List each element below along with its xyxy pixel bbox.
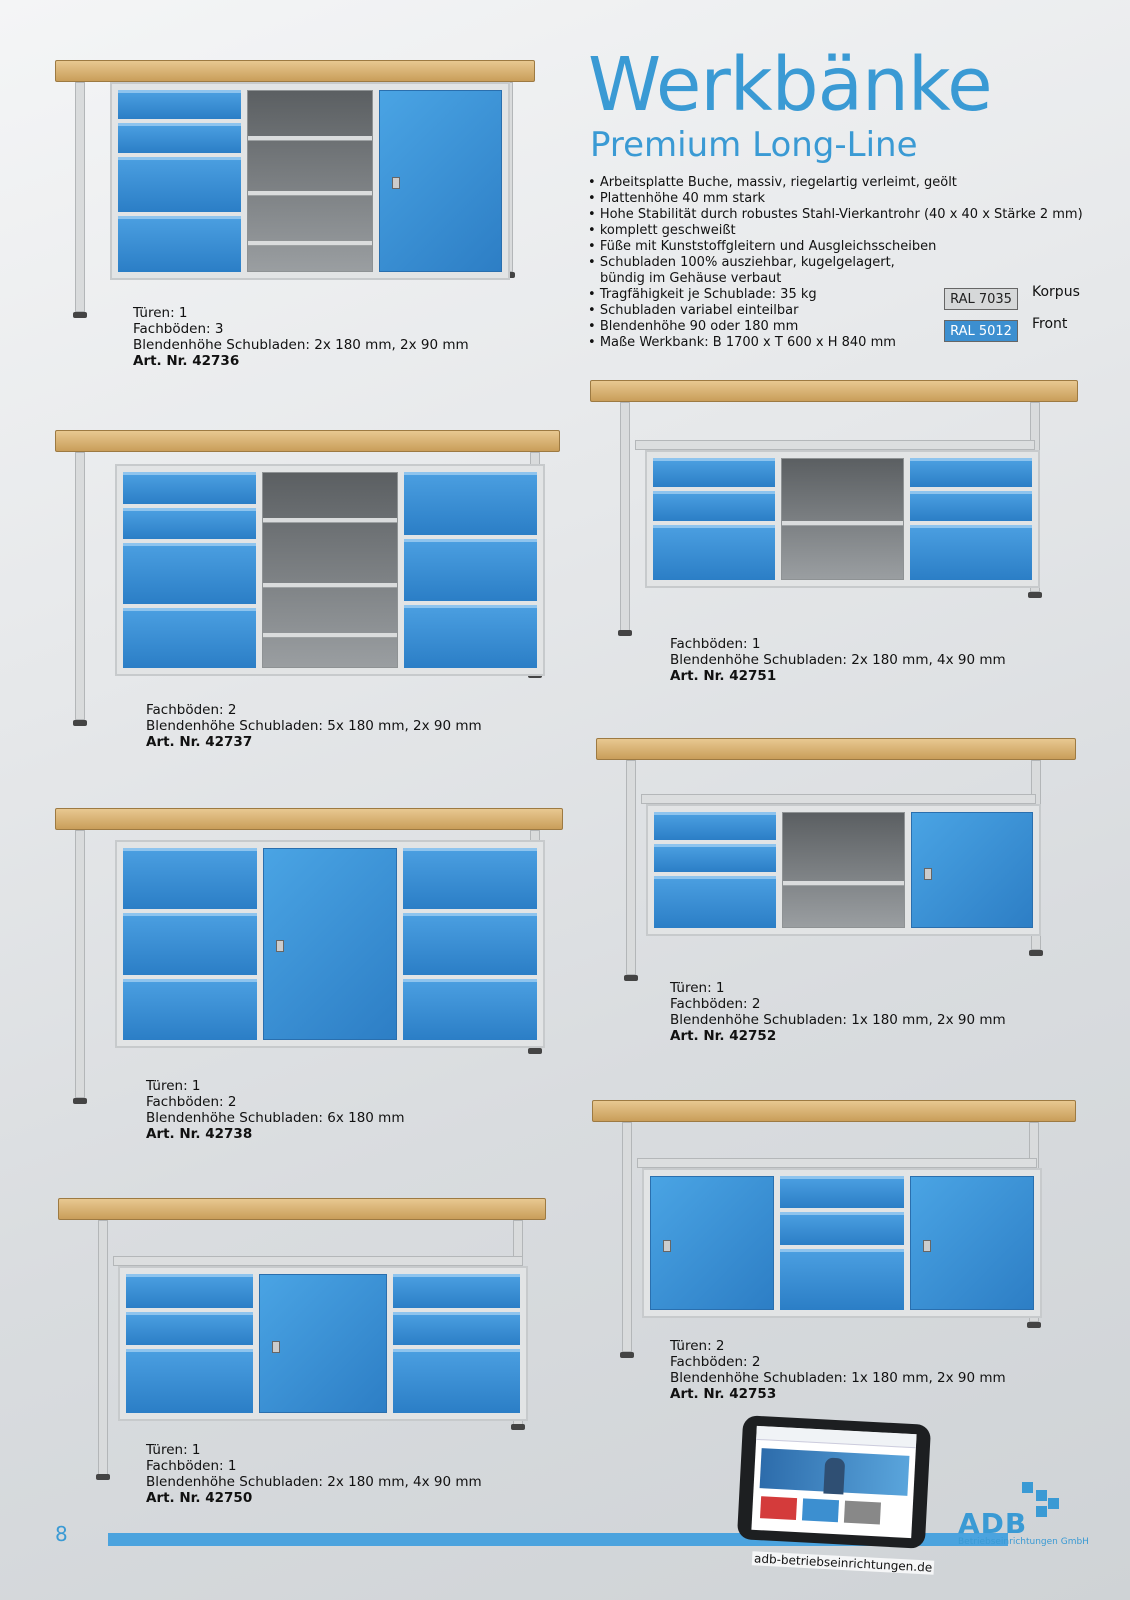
spec-line: Fachböden: 1	[670, 636, 761, 652]
logo-squares-icon	[1022, 1482, 1059, 1517]
workbench-image-42753	[592, 1100, 1076, 1370]
caption-42753: Türen: 2 Fachböden: 2 Blendenhöhe Schubl…	[670, 1338, 1006, 1402]
feature-item: Arbeitsplatte Buche, massiv, riegelartig…	[588, 175, 1088, 191]
spec-line: Blendenhöhe Schubladen: 2x 180 mm, 2x 90…	[133, 337, 469, 353]
company-name: Betriebseinrichtungen GmbH	[958, 1537, 1089, 1547]
feature-item: Tragfähigkeit je Schublade: 35 kg	[588, 287, 1088, 303]
spec-line: Fachböden: 2	[670, 1354, 761, 1370]
spec-line: Türen: 1	[133, 305, 188, 321]
workbench-image-42751	[590, 380, 1078, 650]
feature-item: Maße Werkbank: B 1700 x T 600 x H 840 mm	[588, 335, 1088, 351]
spec-line: Fachböden: 2	[146, 1094, 237, 1110]
article-number: Art. Nr. 42750	[146, 1490, 253, 1506]
page-number: 8	[55, 1522, 68, 1546]
workbench-image-42738	[55, 808, 563, 1118]
company-logo: ADB	[958, 1507, 1028, 1540]
spec-line: Blendenhöhe Schubladen: 1x 180 mm, 2x 90…	[670, 1370, 1006, 1386]
feature-item: Füße mit Kunststoffgleitern und Ausgleic…	[588, 239, 1088, 255]
ral-korpus-swatch: RAL 7035	[944, 288, 1018, 310]
spec-line: Fachböden: 1	[146, 1458, 237, 1474]
article-number: Art. Nr. 42751	[670, 668, 777, 684]
spec-line: Türen: 2	[670, 1338, 725, 1354]
article-number: Art. Nr. 42752	[670, 1028, 777, 1044]
spec-line: Türen: 1	[146, 1078, 201, 1094]
spec-line: Türen: 1	[670, 980, 725, 996]
spec-line: Fachböden: 2	[670, 996, 761, 1012]
spec-line: Fachböden: 3	[133, 321, 224, 337]
spec-line: Blendenhöhe Schubladen: 1x 180 mm, 2x 90…	[670, 1012, 1006, 1028]
feature-list: Arbeitsplatte Buche, massiv, riegelartig…	[588, 175, 1088, 351]
workbench-image-42750	[58, 1198, 546, 1483]
workbench-image-42737	[55, 430, 560, 740]
page-title: Werkbänke	[588, 42, 993, 128]
feature-item: Plattenhöhe 40 mm stark	[588, 191, 1088, 207]
spec-line: Blendenhöhe Schubladen: 5x 180 mm, 2x 90…	[146, 718, 482, 734]
caption-42737: Fachböden: 2 Blendenhöhe Schubladen: 5x …	[146, 702, 482, 750]
website-url[interactable]: adb-betriebseinrichtungen.de	[751, 1551, 935, 1575]
feature-item: Schubladen 100% ausziehbar, kugelgelager…	[588, 255, 1088, 271]
workbench-image-42736	[55, 60, 535, 335]
feature-item: bündig im Gehäuse verbaut	[600, 271, 782, 286]
feature-item: Blendenhöhe 90 oder 180 mm	[588, 319, 1088, 335]
caption-42738: Türen: 1 Fachböden: 2 Blendenhöhe Schubl…	[146, 1078, 404, 1142]
spec-line: Blendenhöhe Schubladen: 2x 180 mm, 4x 90…	[670, 652, 1006, 668]
article-number: Art. Nr. 42737	[146, 734, 253, 750]
feature-item: Hohe Stabilität durch robustes Stahl-Vie…	[588, 207, 1088, 223]
ral-front-swatch: RAL 5012	[944, 320, 1018, 342]
feature-item: komplett geschweißt	[588, 223, 1088, 239]
caption-42752: Türen: 1 Fachböden: 2 Blendenhöhe Schubl…	[670, 980, 1006, 1044]
workbench-image-42752	[596, 738, 1076, 993]
spec-line: Fachböden: 2	[146, 702, 237, 718]
caption-42750: Türen: 1 Fachböden: 1 Blendenhöhe Schubl…	[146, 1442, 482, 1506]
spec-line: Türen: 1	[146, 1442, 201, 1458]
front-label: Front	[1032, 316, 1068, 332]
spec-line: Blendenhöhe Schubladen: 2x 180 mm, 4x 90…	[146, 1474, 482, 1490]
caption-42751: Fachböden: 1 Blendenhöhe Schubladen: 2x …	[670, 636, 1006, 684]
page-subtitle: Premium Long-Line	[590, 125, 918, 165]
article-number: Art. Nr. 42736	[133, 353, 240, 369]
korpus-label: Korpus	[1032, 284, 1080, 300]
spec-line: Blendenhöhe Schubladen: 6x 180 mm	[146, 1110, 405, 1126]
caption-42736: Türen: 1 Fachböden: 3 Blendenhöhe Schubl…	[133, 305, 469, 369]
tablet-image	[736, 1415, 932, 1549]
article-number: Art. Nr. 42753	[670, 1386, 777, 1402]
article-number: Art. Nr. 42738	[146, 1126, 253, 1142]
feature-item: Schubladen variabel einteilbar	[588, 303, 1088, 319]
